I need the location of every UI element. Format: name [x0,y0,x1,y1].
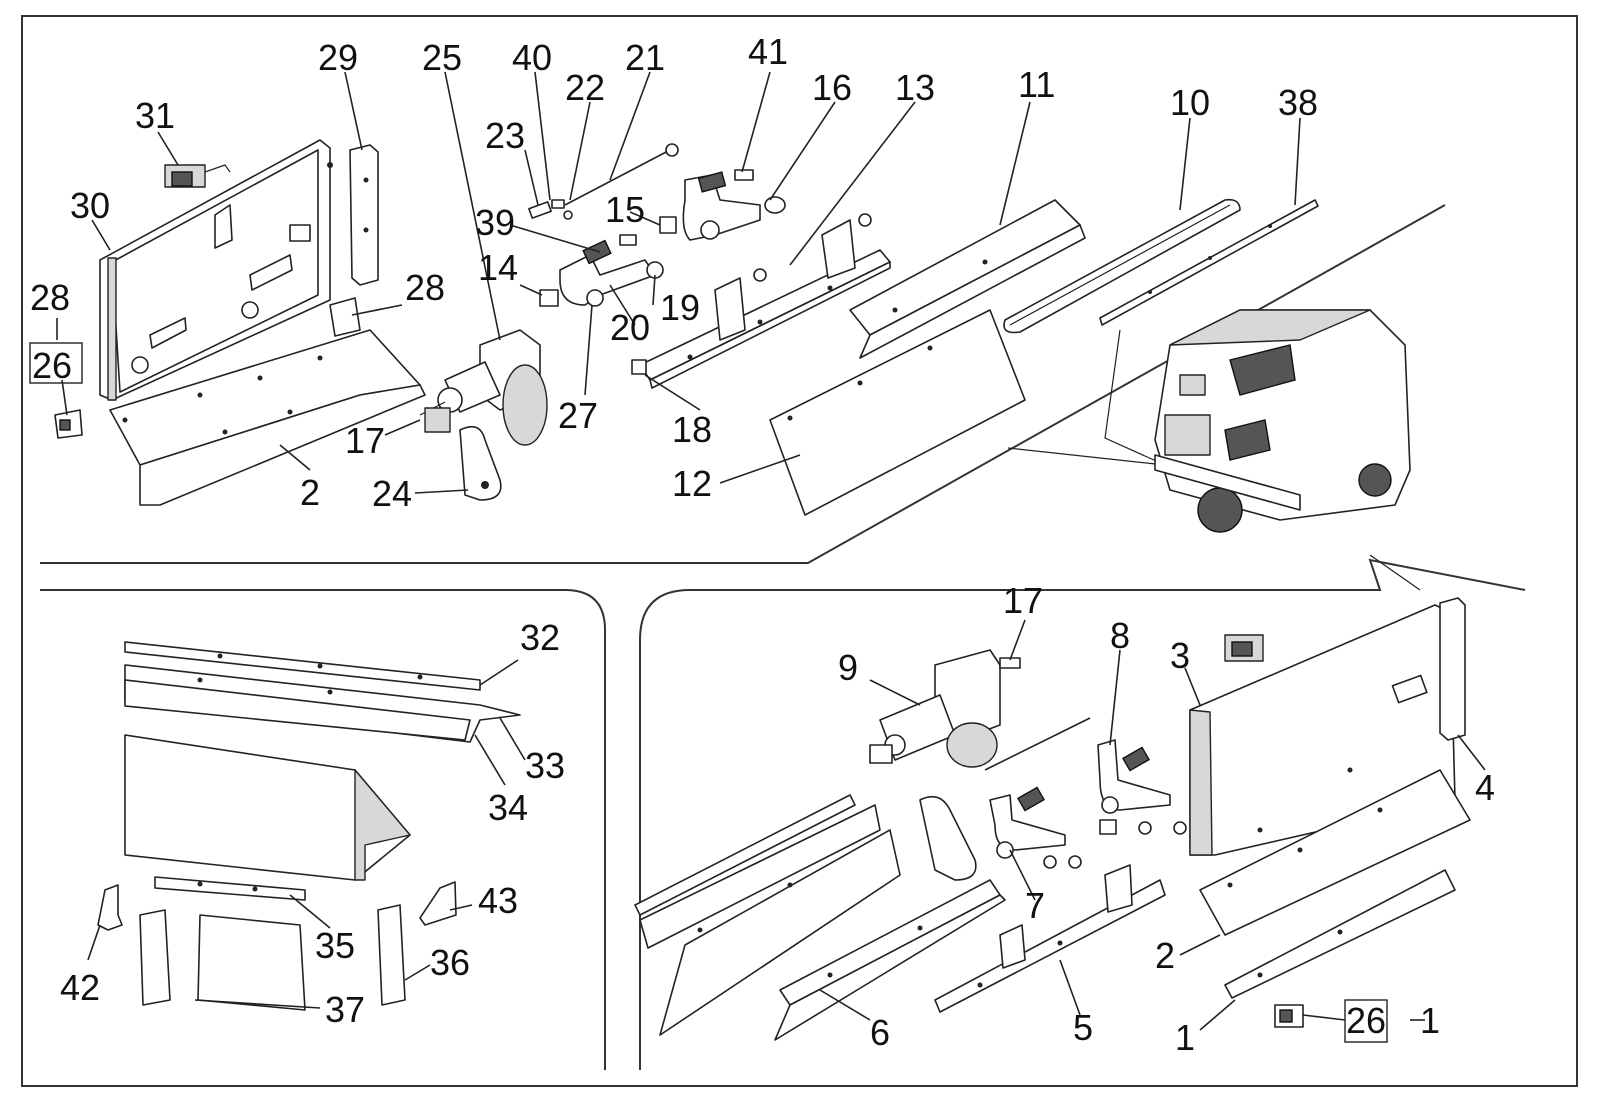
callout-7: 7 [1025,885,1045,926]
part-3-latch [1224,634,1264,662]
callout-38: 38 [1278,82,1318,123]
part-38-strip [1099,199,1319,326]
part-26-small-hinge [54,409,83,439]
callout-2-top: 2 [300,472,320,513]
part-35-strip [154,876,306,901]
callout-17-bottom: 17 [1003,580,1043,621]
callout-22: 22 [565,67,605,108]
callout-8: 8 [1110,615,1130,656]
part-35-housing [124,734,411,881]
callout-1-right: 1 [1420,1000,1440,1041]
part-33-34-blade [124,664,521,743]
part-20-lever [539,234,664,307]
callout-32: 32 [520,617,560,658]
part-16-lever [682,169,786,241]
part-12-rubber [769,309,1026,516]
part-13-brackets [631,213,872,375]
part-26-bottom-hinge [1274,1004,1304,1028]
part-29-bracket [349,144,379,286]
part-37-panels [139,909,306,1011]
callout-30: 30 [70,185,110,226]
callout-4: 4 [1475,767,1495,808]
part-28-hinge [329,297,361,337]
part-7-lever [984,717,1091,869]
part-7-bracket [919,795,977,881]
callout-37: 37 [325,989,365,1030]
callout-1-left: 1 [1175,1017,1195,1058]
callout-15: 15 [605,189,645,230]
callout-23: 23 [485,115,525,156]
callout-42: 42 [60,967,100,1008]
part-11-frame [849,199,1086,359]
callout-10: 10 [1170,82,1210,123]
callout-25: 25 [422,37,462,78]
leader-lines [29,71,1486,1043]
callout-19: 19 [660,287,700,328]
callout-35: 35 [315,925,355,966]
part-42-clip [97,884,123,931]
part-9-actuator [869,649,1021,768]
callout-26-bottom: 26 [1346,1000,1386,1041]
callout-28-left: 28 [30,277,70,318]
callout-14: 14 [478,247,518,288]
callout-18: 18 [672,409,712,450]
part-23-40-22-pins [528,199,573,220]
callout-2-bottom: 2 [1155,935,1175,976]
zoom-pointer-top [1007,329,1166,466]
callout-36: 36 [430,942,470,983]
part-25-actuator [419,329,548,446]
zoom-pointer-bottom [1369,554,1421,591]
callout-27: 27 [558,395,598,436]
part-6-mount [774,879,1006,1041]
callout-3: 3 [1170,635,1190,676]
part-18-mount-rail [639,249,891,389]
callout-12: 12 [672,463,712,504]
callout-20: 20 [610,307,650,348]
callout-40: 40 [512,37,552,78]
part-6-blade [634,794,901,1036]
callout-13: 13 [895,67,935,108]
machine-illustration [1154,309,1411,533]
callout-numbers-bottom-left: 32 33 34 35 43 42 36 37 [60,617,565,1030]
callout-33: 33 [525,745,565,786]
part-24-bracket [459,425,502,501]
part-30-side-panel [99,139,333,401]
callout-34: 34 [488,787,528,828]
callout-numbers-top: 29 25 40 21 22 41 16 13 11 10 38 31 23 3… [30,31,1318,514]
part-10-tube [1003,198,1241,334]
callout-9: 9 [838,647,858,688]
callout-5: 5 [1073,1007,1093,1048]
bottom-right-panel-border [639,558,1526,1070]
callout-11: 11 [1018,64,1055,105]
part-32-strip [124,641,481,691]
callout-41: 41 [748,31,788,72]
callout-numbers-bottom-right: 17 8 3 9 4 7 2 6 5 1 26 1 [838,580,1495,1058]
part-8-lever [1097,739,1187,835]
part-2-top-blade [109,329,426,506]
callout-24: 24 [372,473,412,514]
callout-39: 39 [475,202,515,243]
callout-17-top: 17 [345,420,385,461]
part-43-clip [419,881,457,926]
part-1-strip [1224,869,1456,999]
callout-29: 29 [318,37,358,78]
part-36-panel [377,904,406,1006]
part-31-latch [164,164,231,188]
part-4-bracket [1439,597,1466,741]
outer-frame [21,15,1578,1087]
callout-43: 43 [478,880,518,921]
bottom-left-panel-border [40,589,606,1070]
callout-26-top: 26 [32,345,72,386]
linkage-rod-21 [564,143,679,206]
part-5-rail [934,864,1166,1013]
callout-31: 31 [135,95,175,136]
part-15-bushing [659,216,677,234]
callout-28-right: 28 [405,267,445,308]
callout-6: 6 [870,1012,890,1053]
callout-21: 21 [625,37,665,78]
callout-16: 16 [812,67,852,108]
part-2-bottom-blade [1199,769,1471,936]
